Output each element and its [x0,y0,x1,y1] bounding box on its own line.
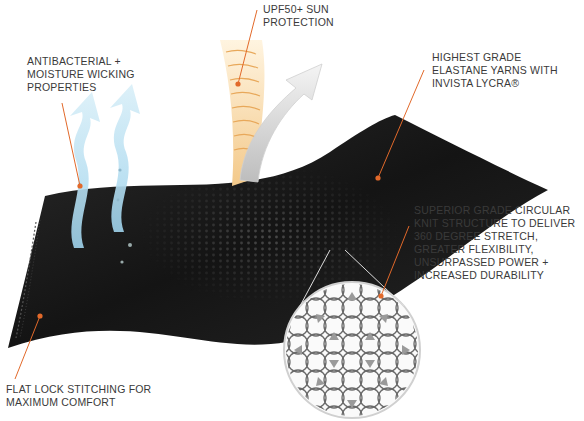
callout-label: SUPERIOR GRADE CIRCULAR KNIT STRUCTURE T… [414,204,580,282]
callout-label: FLAT LOCK STITCHING FOR MAXIMUM COMFORT [6,383,156,409]
callout-label: HIGHEST GRADE ELASTANE YARNS WITH INVIST… [432,51,580,90]
callout-label: UPF50+ SUN PROTECTION [263,3,353,29]
callout-label: ANTIBACTERIAL + MOISTURE WICKING PROPERT… [27,55,145,94]
